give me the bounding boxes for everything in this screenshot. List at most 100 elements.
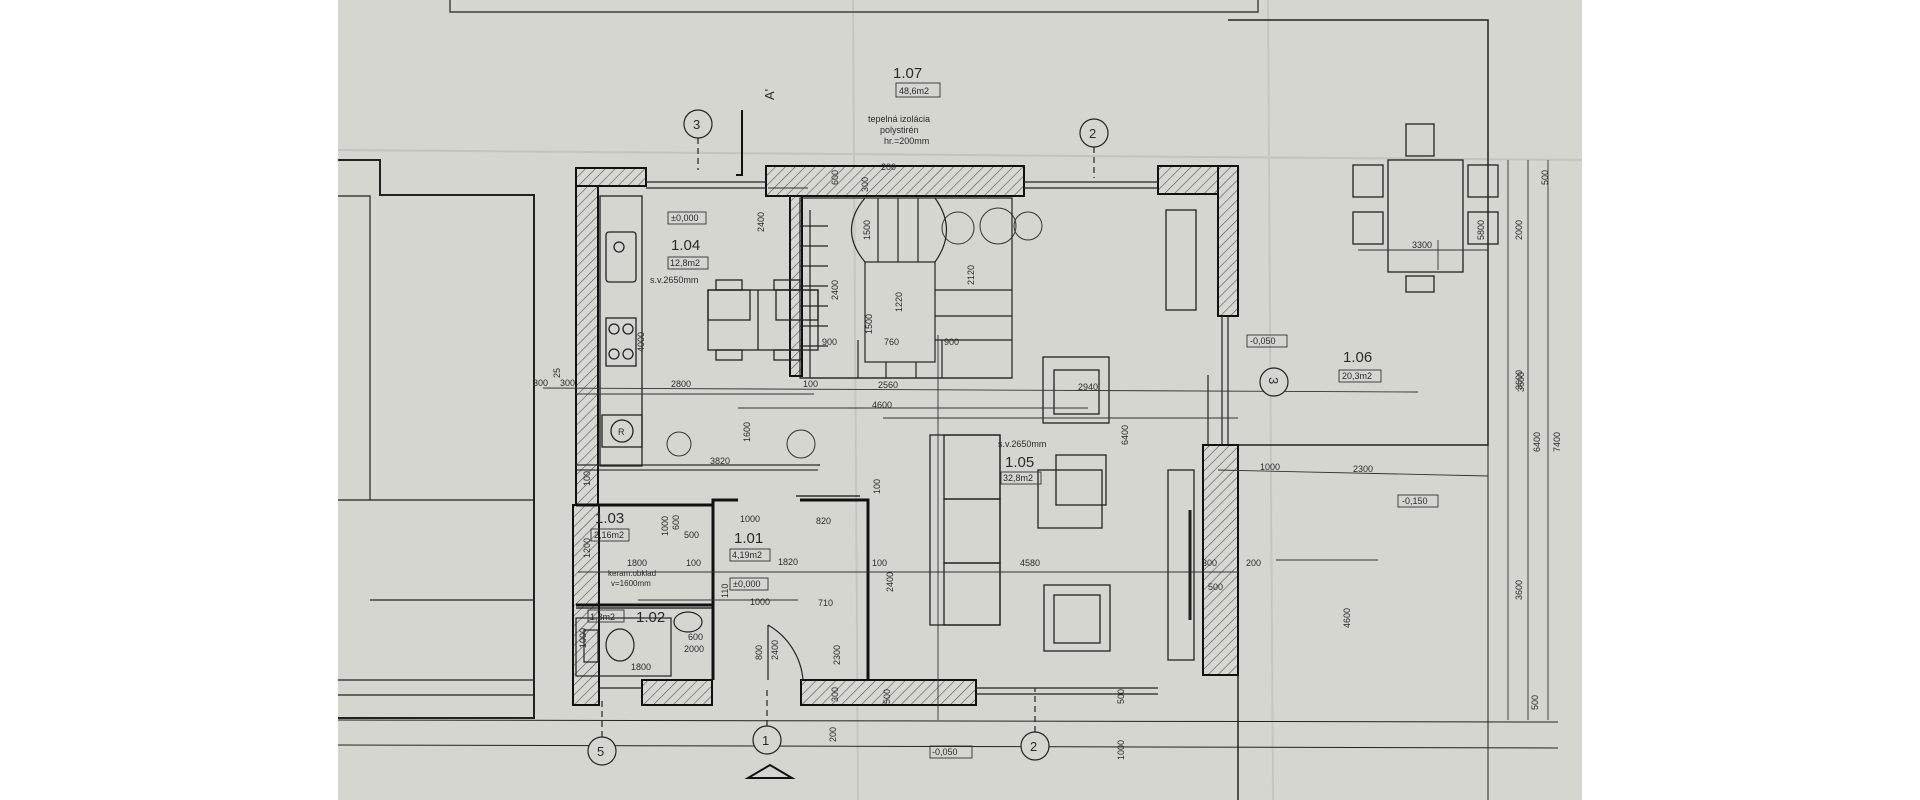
kitchen-counter	[599, 195, 643, 467]
dim: 900	[822, 337, 837, 347]
dim: 2400	[885, 572, 895, 592]
dim: 1800	[627, 558, 647, 568]
room-1-03-id: 1.03	[595, 510, 624, 527]
dim: 200	[881, 162, 896, 172]
paper-fold	[852, 0, 859, 800]
dim: 1820	[778, 557, 798, 567]
dim: 500	[1116, 689, 1126, 704]
room-1-06-id: 1.06	[1343, 349, 1372, 366]
dim: 300	[560, 378, 575, 388]
axis-marker-3-right	[1259, 367, 1289, 397]
room-1-06-level: -0,050	[1250, 336, 1276, 346]
dim: 2000	[684, 644, 704, 654]
dim: 500	[882, 689, 892, 704]
axis-label-1-bottom: 1	[762, 733, 769, 748]
section-cut-line	[736, 110, 743, 176]
dim: 3820	[710, 456, 730, 466]
dim: 600	[671, 515, 681, 530]
room-1-07-id: 1.07	[893, 65, 922, 82]
dim: 300	[1202, 558, 1217, 568]
axis-label-3-right: 3	[1266, 377, 1281, 384]
dim: 500	[1208, 582, 1223, 592]
axis-label-2-top: 2	[1089, 126, 1096, 141]
dim: 2940	[1078, 382, 1098, 392]
bathroom-fixtures	[575, 611, 804, 681]
dim: 710	[818, 598, 833, 608]
axis-label-2-bottom: 2	[1030, 739, 1037, 754]
dimension-labels: 200 600 300 2400 1500 2400 1220 2120 900…	[533, 162, 1562, 760]
dim: 110	[720, 584, 730, 598]
tiling-note-1: keram.obklad	[608, 569, 656, 578]
dim: 2400	[830, 280, 840, 300]
walls	[572, 165, 1239, 706]
dim: 25	[552, 368, 562, 378]
dim: 2120	[966, 265, 976, 285]
dim: 1800	[631, 662, 651, 672]
dim: 6400	[1120, 425, 1130, 445]
dim: 1220	[894, 292, 904, 312]
terrace-furniture	[1352, 123, 1499, 293]
grid-axes	[587, 109, 1289, 766]
tiling-note-2: v=1600mm	[611, 579, 651, 588]
dim: 4600	[1342, 608, 1352, 628]
dim: 300	[533, 378, 548, 388]
dim: 3300	[1412, 240, 1432, 250]
dim: 200	[828, 727, 838, 742]
living-furniture	[929, 209, 1197, 661]
room-1-03-area: 2,16m2	[594, 530, 624, 540]
staircase	[799, 197, 1013, 379]
dimension-lines	[542, 160, 1549, 720]
floor-plan: 1.07 48,6m2 1.04 12,8m2 s.v.2650mm ±0,00…	[338, 0, 1582, 800]
dim: 4000	[636, 332, 646, 352]
dim: 2560	[878, 380, 898, 390]
room-1-02-area: 1,8m2	[590, 612, 615, 622]
dim: 1600	[742, 422, 752, 442]
paper-fold	[338, 149, 1582, 161]
dim: 1000	[740, 514, 760, 524]
axis-label-3-top: 3	[693, 117, 700, 132]
axis-labels: 3 2 3 5 1 2	[597, 117, 1281, 759]
dim: 820	[816, 516, 831, 526]
paper-fold	[1267, 0, 1274, 800]
insulation-note-1: tepelná izolácia	[868, 114, 930, 124]
dim: 1000	[660, 516, 670, 536]
dim: 100	[686, 558, 701, 568]
drawing-sheet: 1.07 48,6m2 1.04 12,8m2 s.v.2650mm ±0,00…	[338, 0, 1582, 800]
dim: 500	[1540, 170, 1550, 185]
dim: 3600	[1514, 370, 1524, 390]
axis-label-5-bottom: 5	[597, 744, 604, 759]
dim: 100	[872, 558, 887, 568]
dim: 5800	[1476, 220, 1486, 240]
dim: 1200	[582, 538, 592, 558]
dim: 7400	[1552, 432, 1562, 452]
level-ext-east: -0,150	[1402, 496, 1428, 506]
room-1-04-area: 12,8m2	[670, 258, 700, 268]
room-1-05-area: 32,8m2	[1003, 473, 1033, 483]
room-1-04-level: ±0,000	[671, 213, 698, 223]
room-1-01-id: 1.01	[734, 530, 763, 547]
dim: 1000	[578, 628, 588, 648]
dim: 100	[803, 379, 818, 389]
fridge-mark: R	[618, 427, 625, 437]
dim: 1000	[750, 597, 770, 607]
ceiling-lights	[666, 207, 1043, 459]
room-1-04-id: 1.04	[671, 237, 700, 254]
room-1-01-area: 4,19m2	[732, 550, 762, 560]
section-mark-label: A'	[762, 89, 777, 100]
dim: 100	[582, 471, 592, 486]
area-boxes	[587, 82, 1439, 759]
level-ext-south: -0,050	[932, 747, 958, 757]
dim: 500	[1530, 695, 1540, 710]
dim: 500	[684, 530, 699, 540]
dim: 4580	[1020, 558, 1040, 568]
dim: 2400	[770, 640, 780, 660]
windows	[598, 181, 1229, 695]
dim: 6400	[1532, 432, 1542, 452]
dim: 1000	[1116, 740, 1126, 760]
dim: 2300	[832, 645, 842, 665]
room-labels: 1.07 48,6m2 1.04 12,8m2 s.v.2650mm ±0,00…	[590, 65, 1372, 626]
insulation-note-3: hr.=200mm	[884, 136, 929, 146]
room-1-06-area: 20,3m2	[1342, 371, 1372, 381]
dim: 1500	[864, 314, 874, 334]
dim: 2000	[1514, 220, 1524, 240]
